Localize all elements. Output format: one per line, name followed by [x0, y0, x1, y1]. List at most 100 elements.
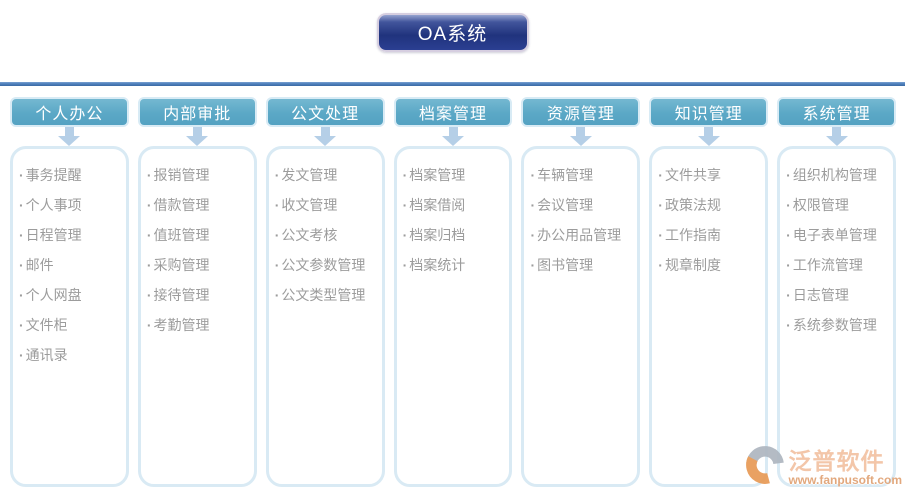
menu-item-label: 发文管理: [281, 167, 338, 183]
menu-item: ·系统参数管理: [786, 310, 890, 340]
menu-item-label: 个人事项: [25, 197, 82, 213]
menu-item: ·公文考核: [275, 220, 379, 250]
menu-item: ·档案借阅: [403, 190, 507, 220]
menu-item: ·会议管理: [530, 190, 634, 220]
bullet-dot: ·: [786, 257, 791, 273]
bullet-dot: ·: [530, 167, 536, 183]
bullet-dot: ·: [146, 197, 152, 213]
arrow-head: [697, 136, 720, 146]
column-header: 系统管理: [777, 97, 897, 127]
column-item-list: ·发文管理·收文管理·公文考核·公文参数管理·公文类型管理: [275, 160, 379, 310]
arrow-head: [58, 136, 81, 146]
menu-item-label: 借款管理: [153, 197, 210, 213]
module-column: 知识管理 ·文件共享·政策法规·工作指南·规章制度: [649, 97, 769, 487]
menu-item-label: 接待管理: [153, 287, 210, 303]
menu-item: ·规章制度: [658, 250, 762, 280]
column-header-label: 个人办公: [35, 106, 104, 123]
bullet-dot: ·: [274, 287, 280, 303]
menu-item-label: 日志管理: [792, 287, 849, 303]
column-panel: ·事务提醒·个人事项·日程管理·邮件·个人网盘·文件柜·通讯录: [10, 146, 129, 487]
menu-item-label: 车辆管理: [537, 167, 594, 183]
bullet-dot: ·: [658, 197, 663, 213]
column-item-list: ·报销管理·借款管理·值班管理·采购管理·接待管理·考勤管理: [147, 160, 251, 340]
connector-arrow-icon: [138, 127, 257, 146]
menu-item: ·发文管理: [275, 160, 379, 190]
column-item-list: ·组织机构管理·权限管理·电子表单管理·工作流管理·日志管理·系统参数管理: [786, 160, 890, 340]
bullet-dot: ·: [402, 227, 408, 243]
menu-item: ·政策法规: [658, 190, 762, 220]
menu-item: ·工作流管理: [786, 250, 890, 280]
menu-item-label: 文件共享: [664, 167, 721, 183]
menu-item-label: 日程管理: [25, 227, 82, 243]
menu-item: ·档案统计: [403, 250, 507, 280]
column-item-list: ·文件共享·政策法规·工作指南·规章制度: [658, 160, 762, 280]
bullet-dot: ·: [146, 317, 152, 333]
menu-item-label: 值班管理: [153, 227, 210, 243]
arrow-stem: [192, 127, 202, 136]
menu-item: ·事务提醒: [19, 160, 123, 190]
bullet-dot: ·: [19, 347, 24, 363]
menu-item-label: 考勤管理: [153, 317, 210, 333]
menu-item: ·文件共享: [658, 160, 762, 190]
menu-item-label: 规章制度: [664, 257, 721, 273]
arrow-head: [825, 136, 848, 146]
connector-arrow-icon: [266, 127, 385, 146]
menu-item: ·档案归档: [403, 220, 507, 250]
arrow-head: [314, 136, 337, 146]
column-header-label: 档案管理: [419, 106, 488, 123]
bullet-dot: ·: [146, 287, 152, 303]
column-header: 知识管理: [649, 97, 769, 127]
bullet-dot: ·: [402, 167, 408, 183]
columns-row: 个人办公 ·事务提醒·个人事项·日程管理·邮件·个人网盘·文件柜·通讯录 内部审…: [10, 97, 897, 487]
connector-arrow-icon: [521, 127, 640, 146]
bullet-dot: ·: [19, 167, 24, 183]
bullet-dot: ·: [786, 287, 791, 303]
menu-item: ·个人事项: [19, 190, 123, 220]
column-item-list: ·事务提醒·个人事项·日程管理·邮件·个人网盘·文件柜·通讯录: [19, 160, 123, 370]
bullet-dot: ·: [19, 287, 24, 303]
column-header-label: 资源管理: [546, 106, 615, 123]
menu-item-label: 文件柜: [25, 317, 68, 333]
arrow-stem: [448, 127, 458, 136]
menu-item: ·日志管理: [786, 280, 890, 310]
arrow-stem: [704, 127, 714, 136]
menu-item-label: 档案归档: [409, 227, 466, 243]
column-item-list: ·车辆管理·会议管理·办公用品管理·图书管理: [530, 160, 634, 280]
arrow-head: [186, 136, 209, 146]
column-panel: ·报销管理·借款管理·值班管理·采购管理·接待管理·考勤管理: [137, 146, 257, 487]
arrow-stem: [832, 127, 842, 136]
module-column: 个人办公 ·事务提醒·个人事项·日程管理·邮件·个人网盘·文件柜·通讯录: [10, 97, 129, 487]
menu-item: ·电子表单管理: [786, 220, 890, 250]
bullet-dot: ·: [19, 317, 24, 333]
bullet-dot: ·: [658, 257, 663, 273]
bullet-dot: ·: [146, 227, 152, 243]
column-panel: ·文件共享·政策法规·工作指南·规章制度: [649, 146, 769, 487]
menu-item-label: 办公用品管理: [537, 227, 622, 243]
bullet-dot: ·: [402, 197, 408, 213]
column-header-label: 系统管理: [802, 106, 871, 123]
bullet-dot: ·: [530, 197, 536, 213]
bullet-dot: ·: [786, 197, 791, 213]
menu-item: ·采购管理: [147, 250, 251, 280]
bullet-dot: ·: [146, 167, 152, 183]
arrow-stem: [320, 127, 330, 136]
menu-item-label: 档案统计: [409, 257, 466, 273]
diagram-title-wrap: OA系统: [0, 13, 905, 52]
menu-item-label: 公文考核: [281, 227, 338, 243]
menu-item: ·组织机构管理: [786, 160, 890, 190]
column-header-label: 公文处理: [291, 106, 360, 123]
menu-item: ·车辆管理: [530, 160, 634, 190]
menu-item-label: 事务提醒: [25, 167, 82, 183]
menu-item-label: 采购管理: [153, 257, 210, 273]
column-panel: ·发文管理·收文管理·公文考核·公文参数管理·公文类型管理: [265, 146, 385, 487]
menu-item-label: 政策法规: [664, 197, 721, 213]
column-header: 资源管理: [521, 97, 641, 127]
menu-item-label: 公文类型管理: [281, 287, 366, 303]
menu-item: ·值班管理: [147, 220, 251, 250]
menu-item-label: 组织机构管理: [792, 167, 877, 183]
menu-item-label: 系统参数管理: [792, 317, 877, 333]
module-column: 公文处理 ·发文管理·收文管理·公文考核·公文参数管理·公文类型管理: [265, 97, 385, 487]
menu-item: ·通讯录: [19, 340, 123, 370]
column-panel: ·车辆管理·会议管理·办公用品管理·图书管理: [521, 146, 641, 487]
bullet-dot: ·: [146, 257, 152, 273]
